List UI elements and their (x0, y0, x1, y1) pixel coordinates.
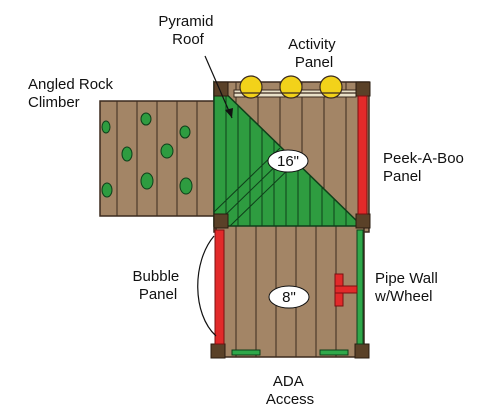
climbing-rock (140, 112, 152, 126)
rock-climber-planks (116, 101, 198, 216)
pyramid-roof-pointer (204, 55, 233, 119)
label-peek-a-boo-panel: Peek-A-Boo Panel (383, 150, 468, 185)
climbing-rock (179, 125, 191, 139)
climbing-rocks (101, 112, 193, 198)
activity-wheel (279, 75, 303, 99)
lower-right-green-rail (356, 229, 364, 345)
activity-panel (233, 75, 357, 99)
ada-access-bar (231, 349, 261, 356)
bubble-panel-pointer (197, 235, 217, 337)
ada-access-bar (319, 349, 349, 356)
climbing-rock (101, 182, 113, 198)
corner-post (210, 343, 226, 359)
lower-deck-height: 8" (282, 289, 296, 306)
corner-post (355, 213, 371, 229)
climbing-rock (101, 120, 111, 134)
corner-post (355, 81, 371, 97)
label-pipe-wall: Pipe Wall w/Wheel (374, 270, 442, 305)
climbing-rock (140, 172, 154, 190)
label-activity-panel: Activity Panel (288, 36, 340, 71)
bubble-panel-rail (214, 229, 225, 345)
corner-post (354, 343, 370, 359)
corner-post (213, 213, 229, 229)
label-bubble-panel: Bubble Panel (133, 268, 184, 303)
label-angled-rock-climber: Angled Rock Climber (28, 76, 117, 111)
activity-wheel (239, 75, 263, 99)
rock-climber (99, 100, 217, 217)
climbing-rock (121, 146, 133, 162)
climbing-rock (160, 143, 174, 159)
pipe-wall-wheel (334, 273, 358, 307)
peek-a-boo-panel-rail (357, 95, 368, 215)
upper-deck-height: 16" (277, 153, 299, 170)
label-ada-access: ADA Access (266, 373, 314, 408)
climbing-rock (179, 177, 193, 195)
lower-deck-height-oval: 8" (268, 285, 310, 309)
upper-deck-height-oval: 16" (267, 149, 309, 173)
activity-wheel (319, 75, 343, 99)
label-pyramid-roof: Pyramid Roof (158, 13, 217, 48)
